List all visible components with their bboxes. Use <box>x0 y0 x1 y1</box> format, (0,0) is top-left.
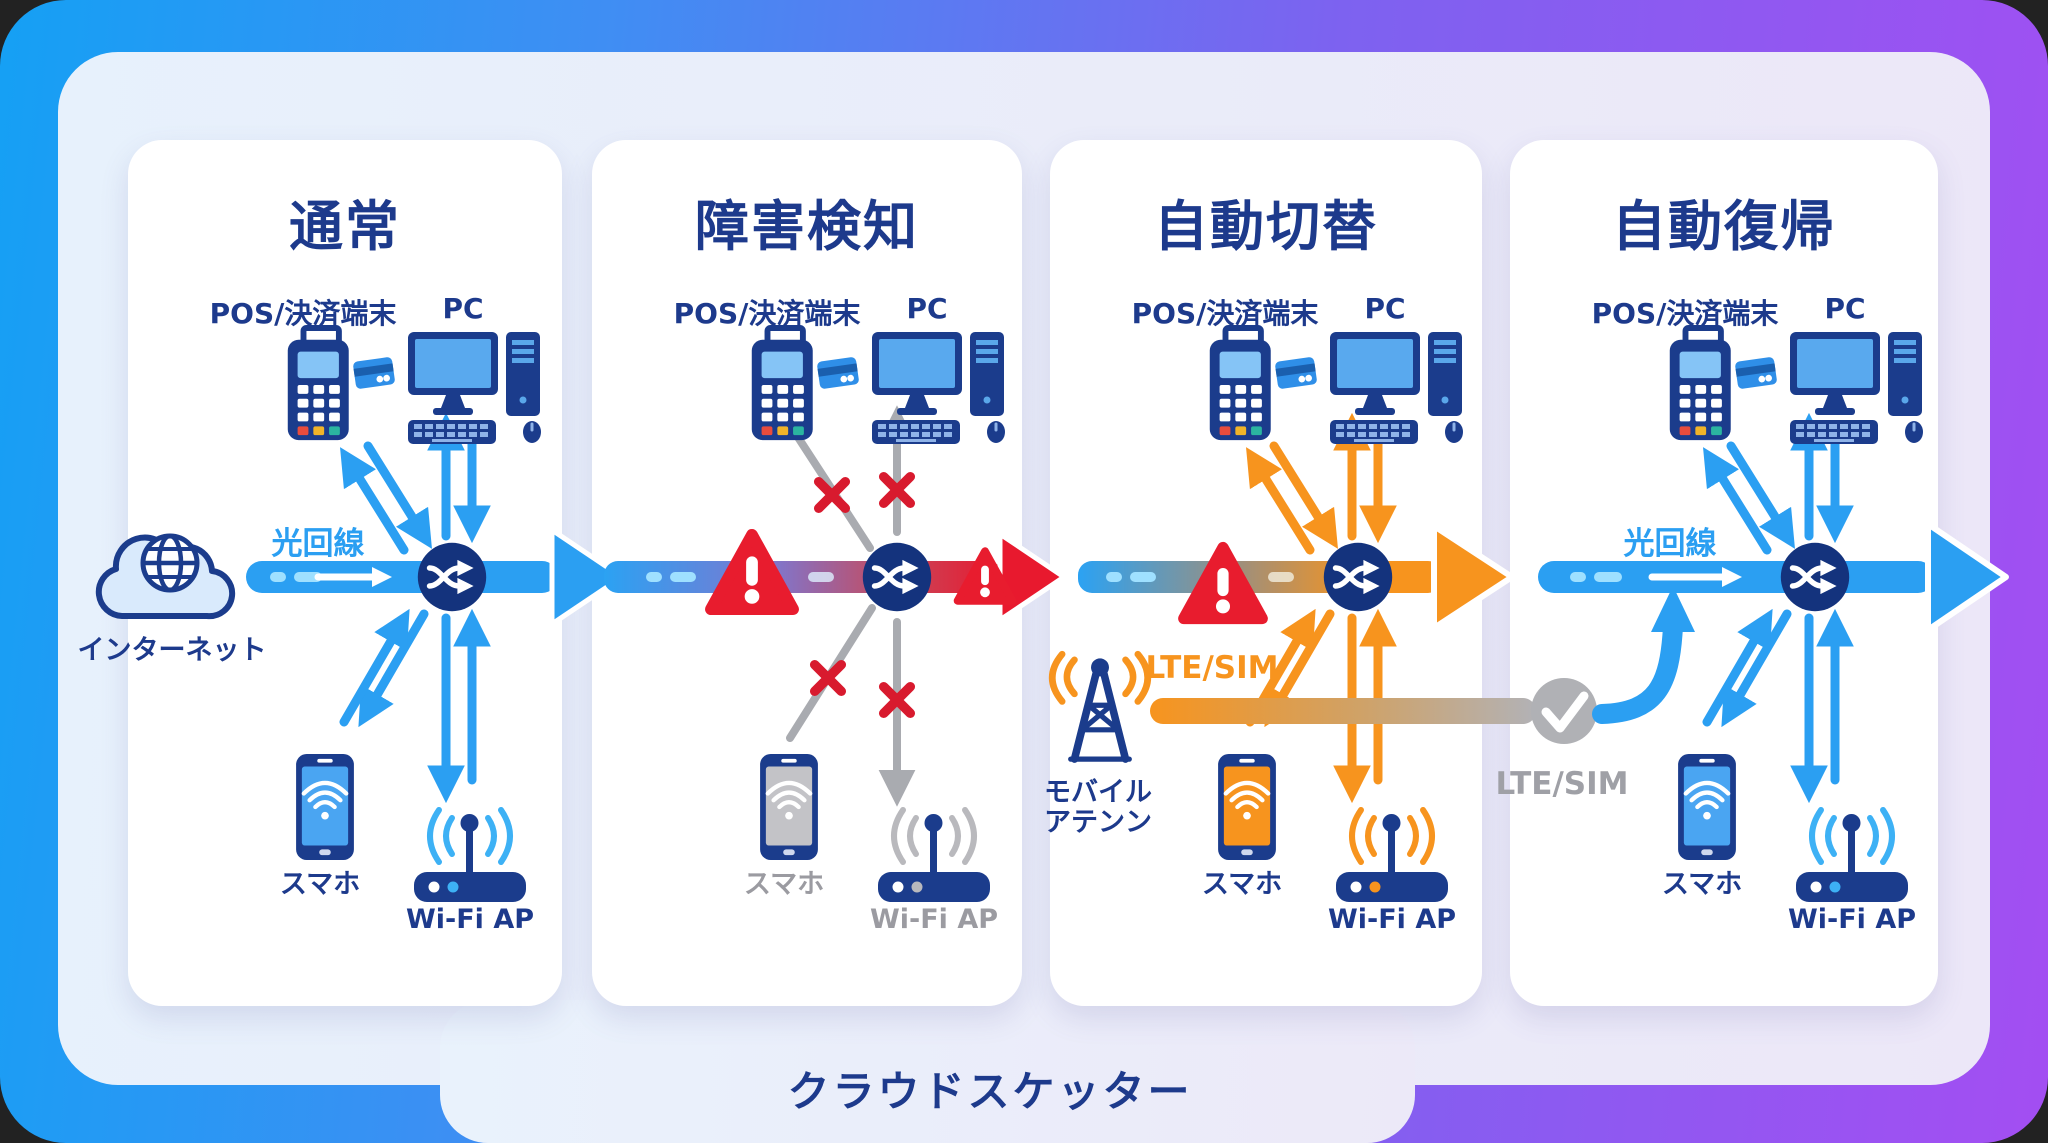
panel-2-phone-label: スマホ <box>743 869 825 900</box>
panel-4-lte-label: LTE/SIM <box>1495 766 1629 802</box>
panel-2-pos-label: POS/決済端末 <box>673 297 861 330</box>
panel-3-pc-label: PC <box>1364 292 1406 325</box>
footer-title: クラウドスケッター <box>787 1067 1193 1116</box>
panel-4-fiber-label: 光回線 <box>1623 526 1717 562</box>
antenna-label-line1: モバイル <box>1044 777 1152 808</box>
panel-1-phone-label: スマホ <box>279 869 361 900</box>
panel-3-ap-label: Wi-Fi AP <box>1327 904 1457 935</box>
panel-2-ap-label: Wi-Fi AP <box>869 904 999 935</box>
panel-4-pc-label: PC <box>1824 292 1866 325</box>
panel-1-pc-label: PC <box>442 292 484 325</box>
panel-1-pos-label: POS/決済端末 <box>209 297 397 330</box>
panel-4-title: 自動復帰 <box>1612 195 1836 258</box>
panel-2-pc-label: PC <box>906 292 948 325</box>
panel-4-ap-label: Wi-Fi AP <box>1787 904 1917 935</box>
panel-1-fiber-label: 光回線 <box>271 526 365 562</box>
panel-3-title: 自動切替 <box>1154 195 1378 258</box>
panel-1-ap-label: Wi-Fi AP <box>405 904 535 935</box>
antenna-label-line2: アテンン <box>1044 807 1152 838</box>
panel-3-lte-label: LTE/SIM <box>1145 650 1279 686</box>
panel-4-phone-label: スマホ <box>1661 869 1743 900</box>
panel-4-pos-label: POS/決済端末 <box>1591 297 1779 330</box>
panel-2-title: 障害検知 <box>695 195 919 258</box>
footer-notch-background <box>440 1000 1415 1143</box>
panel-1-title: 通常 <box>289 195 401 258</box>
panel-3-phone-label: スマホ <box>1201 869 1283 900</box>
panel-3-pos-label: POS/決済端末 <box>1131 297 1319 330</box>
internet-label: インターネット <box>77 635 267 666</box>
